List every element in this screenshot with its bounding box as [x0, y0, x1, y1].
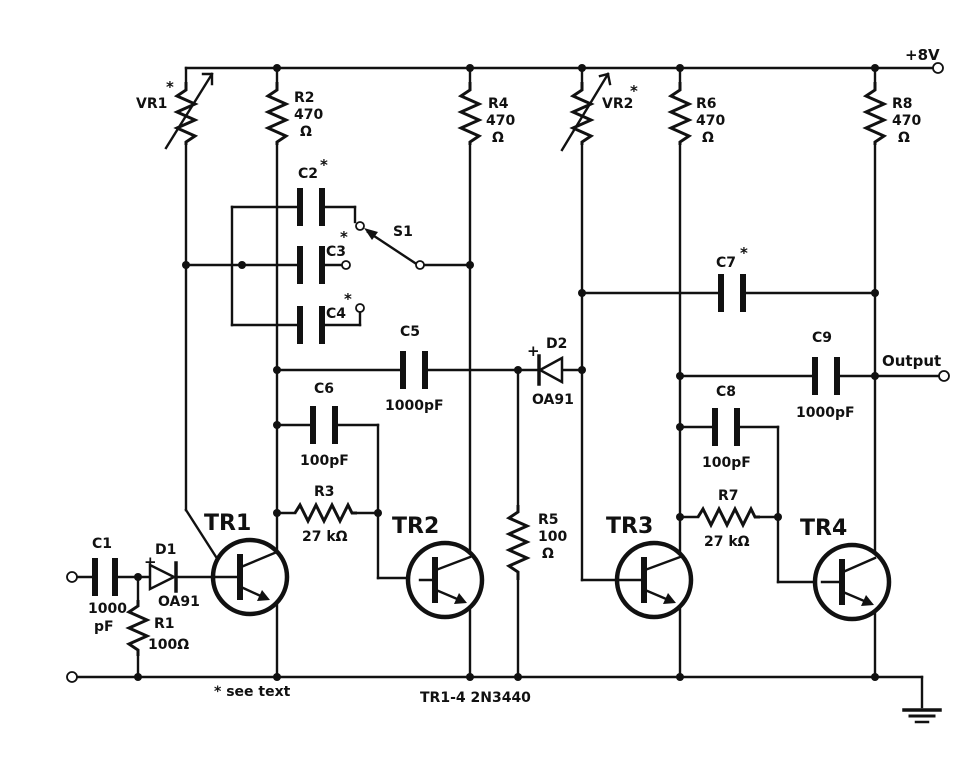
d1-name: D1	[155, 542, 176, 558]
c4-label: C4	[326, 306, 346, 322]
variable-resistor-vr1	[164, 72, 214, 150]
supply-terminal	[932, 62, 944, 74]
terminals	[66, 62, 950, 683]
transistor-tr1	[210, 537, 290, 617]
d2-name: D2	[546, 336, 567, 352]
ground-rail	[76, 675, 942, 724]
input-terminal	[66, 571, 78, 583]
capacitor-c2	[297, 188, 325, 226]
vr2-star: *	[630, 82, 638, 100]
c7-star: *	[740, 244, 748, 262]
r1-name: R1	[154, 616, 175, 632]
tr1-label: TR1	[204, 511, 251, 536]
r5-unit: Ω	[542, 546, 554, 562]
s1-label: S1	[393, 224, 413, 240]
capacitor-c4	[297, 306, 325, 344]
d1-plus: +	[144, 553, 157, 571]
tr3-label: TR3	[606, 514, 653, 539]
diode-d2	[537, 354, 564, 386]
c9-value: 1000pF	[796, 405, 855, 421]
r1-value: 100Ω	[148, 637, 189, 653]
c2-label: C2	[298, 166, 318, 182]
capacitor-c9	[812, 357, 840, 395]
capacitor-c6	[310, 406, 338, 444]
r2-value: 470	[294, 107, 323, 123]
capacitor-c1	[92, 558, 118, 596]
r2-name: R2	[294, 90, 315, 106]
capacitor-c8	[712, 408, 740, 446]
c3-star: *	[340, 228, 348, 246]
variable-resistor-vr2	[560, 72, 612, 152]
tr2-label: TR2	[392, 514, 439, 539]
supply-label: +8V	[905, 46, 940, 64]
r8-name: R8	[892, 96, 913, 112]
see-text-note: * see text	[214, 684, 291, 700]
resistor-r6	[667, 82, 693, 145]
c5-value: 1000pF	[385, 398, 444, 414]
r6-name: R6	[696, 96, 717, 112]
diode-d1	[148, 561, 178, 593]
r8-value: 470	[892, 113, 921, 129]
r6-unit: Ω	[702, 130, 714, 146]
component-labels: +8V Output VR1 * VR2 * R2 470 Ω R4 470 Ω…	[88, 46, 941, 706]
r3-name: R3	[314, 484, 335, 500]
r8-unit: Ω	[898, 130, 910, 146]
r3-value: 27 kΩ	[302, 529, 348, 545]
resistor-r7	[696, 505, 760, 529]
c2-star: *	[320, 156, 328, 174]
transistor-tr2	[405, 540, 485, 620]
vr1-label: VR1	[136, 96, 167, 112]
resistor-r5	[505, 505, 531, 580]
switch-s1	[341, 221, 425, 313]
vr1-star: *	[166, 78, 174, 96]
r4-unit: Ω	[492, 130, 504, 146]
output-label: Output	[882, 352, 941, 370]
c8-name: C8	[716, 384, 736, 400]
c3-label: C3	[326, 244, 346, 260]
junction-dots	[134, 64, 879, 681]
r4-name: R4	[488, 96, 509, 112]
capacitor-c7	[718, 274, 746, 312]
r5-name: R5	[538, 512, 559, 528]
c9-name: C9	[812, 330, 832, 346]
wiring	[76, 66, 942, 679]
capacitor-c5	[400, 351, 428, 389]
resistor-r4	[457, 82, 483, 145]
c1-unit: pF	[94, 619, 114, 635]
c7-label: C7	[716, 255, 736, 271]
resistor-r3	[293, 501, 357, 525]
c6-value: 100pF	[300, 453, 349, 469]
r4-value: 470	[486, 113, 515, 129]
c1-name: C1	[92, 536, 112, 552]
resistor-r2	[264, 82, 290, 145]
r5-value: 100	[538, 529, 567, 545]
c1-value: 1000	[88, 601, 127, 617]
c6-name: C6	[314, 381, 334, 397]
c4-star: *	[344, 290, 352, 308]
capacitor-c3	[297, 246, 325, 284]
r7-name: R7	[718, 488, 739, 504]
transistor-type-note: TR1-4 2N3440	[420, 690, 531, 706]
c5-name: C5	[400, 324, 420, 340]
d1-type: OA91	[158, 594, 200, 610]
d2-type: OA91	[532, 392, 574, 408]
transistor-tr4	[812, 542, 892, 622]
c8-value: 100pF	[702, 455, 751, 471]
tr4-label: TR4	[800, 516, 847, 541]
vr2-label: VR2	[602, 96, 633, 112]
r6-value: 470	[696, 113, 725, 129]
resistor-r1	[125, 600, 151, 656]
resistor-r8	[862, 82, 888, 145]
r2-unit: Ω	[300, 124, 312, 140]
output-terminal	[938, 370, 950, 382]
d2-plus: +	[527, 342, 540, 360]
r7-value: 27 kΩ	[704, 534, 750, 550]
transistor-tr3	[614, 540, 694, 620]
ground-input-terminal	[66, 671, 78, 683]
